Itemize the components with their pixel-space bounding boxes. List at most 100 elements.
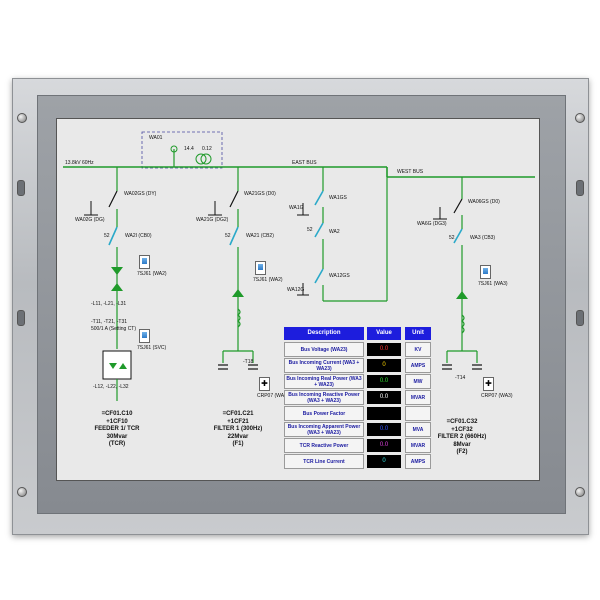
feeder2-code: =CF01.C21 bbox=[222, 411, 254, 417]
feeder4-name: =CF01.C32 +1CF32 FILTER 2 (660Hz) 8Mvar … bbox=[432, 419, 492, 457]
mount-slot bbox=[17, 310, 25, 326]
row-unit: AMPS bbox=[405, 358, 431, 373]
feeder1-meter2-label: 7SJ61 (SVC) bbox=[137, 345, 167, 351]
feeder4-ground-label: WA6G (DG3) bbox=[417, 221, 447, 227]
row-value: 0.0 bbox=[367, 439, 401, 452]
row-value: 0.0 bbox=[367, 343, 401, 356]
feeder4-crp-label: CRP07 (WA3) bbox=[481, 393, 513, 399]
row-description: TCR Reactive Power bbox=[284, 438, 364, 453]
mount-screw bbox=[17, 487, 27, 497]
table-header-value: Value bbox=[367, 327, 401, 340]
row-description: Bus Incoming Apparent Power (WA3 + WA23) bbox=[284, 422, 364, 437]
feeder2-breaker-label: WA21 (CB2) bbox=[246, 233, 274, 239]
feeder1-switch-label: WA02GS (DY) bbox=[124, 191, 157, 197]
meter-icon[interactable] bbox=[139, 329, 150, 343]
feeder4-switch-label: WA06GS (D0) bbox=[468, 199, 500, 205]
table-row: Bus Incoming Reactive Power (WA3 + WA23)… bbox=[284, 390, 432, 406]
feeder2-rating: 22Mvar bbox=[227, 433, 249, 440]
feeder2-ground-label: WA21G (DG2) bbox=[196, 217, 229, 223]
feeder1-location: +1CF10 bbox=[106, 418, 128, 425]
feeder1-ground-label: WA02G (DG) bbox=[75, 217, 105, 223]
hmi-screen: 13.8kV 60Hz EAST BUS WEST BUS WA01 14.4 … bbox=[56, 118, 540, 481]
tie-breaker-no: 52 bbox=[307, 227, 313, 233]
row-description: Bus Incoming Reactive Power (WA3 + WA23) bbox=[284, 390, 364, 405]
meter-icon[interactable] bbox=[139, 255, 150, 269]
tie-switch1-label: WA1GS bbox=[329, 195, 347, 201]
row-description: Bus Incoming Current (WA3 + WA23) bbox=[284, 358, 364, 373]
table-row: Bus Incoming Apparent Power (WA3 + WA23)… bbox=[284, 422, 432, 438]
tie-ground1-label: WA1G bbox=[289, 205, 304, 211]
table-row: TCR Line Current 0 AMPS bbox=[284, 454, 432, 470]
row-value: 0.0 bbox=[367, 423, 401, 436]
feeder2-name: =CF01.C21 +1CF21 FILTER 1 (300Hz) 22Mvar… bbox=[208, 411, 268, 449]
meter-icon[interactable] bbox=[480, 265, 491, 279]
feeder1-rating: 30Mvar bbox=[106, 433, 128, 440]
table-row: TCR Reactive Power 0.0 MVAR bbox=[284, 438, 432, 454]
feeder1-ct3-label: 500/1 A (Setting CT) bbox=[91, 326, 137, 332]
feeder1-ct2-label: -T11, -T21, -T31 bbox=[91, 319, 128, 325]
feeder4-title: FILTER 2 (660Hz) bbox=[437, 434, 487, 440]
row-value: 0.0 bbox=[367, 391, 401, 404]
feeder4-breaker-no: 52 bbox=[449, 235, 455, 241]
tie-ground2-label: WA12G bbox=[287, 287, 305, 293]
feeder2-meter-label: 7SJ61 (WA2) bbox=[253, 277, 283, 283]
tie-breaker-label: WA2 bbox=[329, 229, 340, 235]
table-header-description: Description bbox=[284, 327, 364, 340]
row-unit: MVAR bbox=[405, 438, 431, 453]
feeder2-title: FILTER 1 (300Hz) bbox=[213, 426, 263, 432]
tie-switch2-label: WA12GS bbox=[329, 273, 350, 279]
mount-slot bbox=[576, 180, 584, 196]
row-unit: MVAR bbox=[405, 390, 431, 405]
row-description: Bus Incoming Real Power (WA3 + WA23) bbox=[284, 374, 364, 389]
row-value: 0 bbox=[367, 455, 401, 468]
feeder2-crp-label: CRP07 (WA2) bbox=[257, 393, 289, 399]
main-bus-label: 13.8kV 60Hz bbox=[65, 160, 94, 166]
single-line-diagram bbox=[63, 131, 535, 401]
row-description: Bus Voltage (WA23) bbox=[284, 342, 364, 357]
row-value: 0.0 bbox=[367, 375, 401, 388]
feeder2-switch-label: WA21GS (D0) bbox=[244, 191, 276, 197]
row-description: TCR Line Current bbox=[284, 454, 364, 469]
ratio-a-label: 14.4 bbox=[184, 146, 194, 152]
feeder4-rating: 8Mvar bbox=[453, 441, 471, 448]
feeder4-cap-label: -T14 bbox=[455, 375, 466, 381]
feeder4-tag: (F2) bbox=[456, 449, 468, 455]
feeder2-tag: (F1) bbox=[232, 441, 244, 447]
feeder2-cap-label: -T18 bbox=[243, 359, 254, 365]
row-unit: AMPS bbox=[405, 454, 431, 469]
table-row: Bus Incoming Real Power (WA3 + WA23) 0.0… bbox=[284, 374, 432, 390]
feeder1-name: =CF01.C10 +1CF10 FEEDER 1/ TCR 30Mvar (T… bbox=[87, 411, 147, 449]
row-unit: MVA bbox=[405, 422, 431, 437]
table-row: Bus Power Factor bbox=[284, 406, 432, 422]
table-row: Bus Voltage (WA23) 0.0 KV bbox=[284, 342, 432, 358]
feeder4-breaker-label: WA3 (CB3) bbox=[470, 235, 496, 241]
feeder4-location: +1CF32 bbox=[451, 426, 473, 433]
mount-screw bbox=[575, 487, 585, 497]
meter-icon[interactable] bbox=[255, 261, 266, 275]
row-description: Bus Power Factor bbox=[284, 406, 364, 421]
mount-screw bbox=[17, 113, 27, 123]
feeder2-location: +1CF21 bbox=[227, 418, 249, 425]
feeder2-breaker-no: 52 bbox=[225, 233, 231, 239]
feeder1-meter-label: 7SJ61 (WA2) bbox=[137, 271, 167, 277]
feeder1-tag: (TCR) bbox=[108, 441, 126, 447]
crp-relay-icon[interactable]: ✚ bbox=[483, 377, 494, 391]
feeder4-meter-label: 7SJ61 (WA3) bbox=[478, 281, 508, 287]
feeder1-breaker-no: 52 bbox=[104, 233, 110, 239]
top-switch-label: WA01 bbox=[149, 135, 163, 141]
feeder1-title: FEEDER 1/ TCR bbox=[94, 426, 140, 432]
row-unit bbox=[405, 406, 431, 421]
row-value bbox=[367, 407, 401, 420]
crp-relay-icon[interactable]: ✚ bbox=[259, 377, 270, 391]
mount-slot bbox=[576, 310, 584, 326]
table-row: Bus Incoming Current (WA3 + WA23) 0 AMPS bbox=[284, 358, 432, 374]
feeder4-code: =CF01.C32 bbox=[446, 419, 478, 425]
east-bus-label: EAST BUS bbox=[292, 160, 317, 166]
ratio-b-label: 0.12 bbox=[202, 146, 212, 152]
row-value: 0 bbox=[367, 359, 401, 372]
feeder1-code: =CF01.C10 bbox=[101, 411, 133, 417]
mount-screw bbox=[575, 113, 585, 123]
row-unit: KV bbox=[405, 342, 431, 357]
row-unit: MW bbox=[405, 374, 431, 389]
west-bus-label: WEST BUS bbox=[397, 169, 424, 175]
